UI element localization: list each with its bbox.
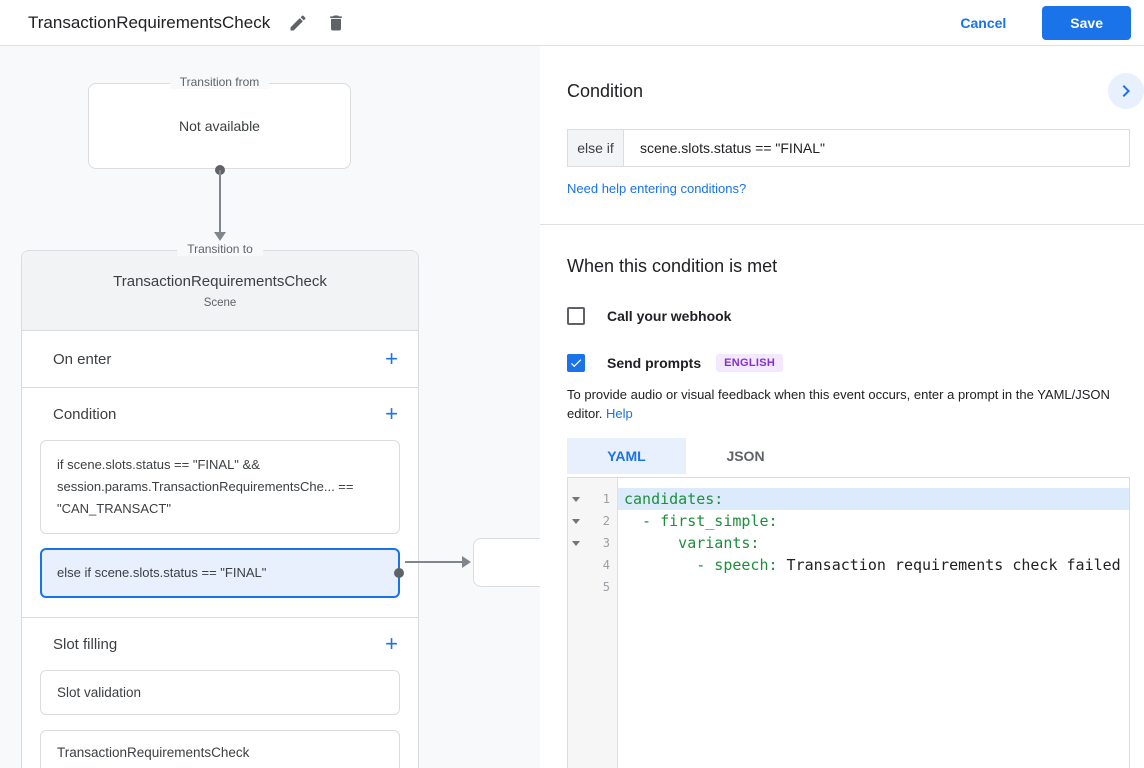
slot-filling-header: Slot filling + <box>22 618 418 670</box>
code-line: - speech: Transaction requirements check… <box>618 554 1129 576</box>
editor-tabs: YAML JSON <box>567 438 1130 474</box>
prompt-description: To provide audio or visual feedback when… <box>567 385 1130 423</box>
yaml-code-editor: 1 2 3 4 5 can <box>567 477 1130 768</box>
cancel-button[interactable]: Cancel <box>960 14 1007 31</box>
add-on-enter-icon[interactable]: + <box>385 346 398 371</box>
condition-item-if[interactable]: if scene.slots.status == "FINAL" && sess… <box>40 440 400 534</box>
tab-yaml[interactable]: YAML <box>567 438 686 474</box>
line-number: 1 <box>602 492 610 506</box>
gutter-row: 3 <box>568 532 617 554</box>
trash-icon <box>326 13 346 33</box>
scene-type: Scene <box>203 297 237 309</box>
add-slot-icon[interactable]: + <box>385 631 398 656</box>
pencil-icon <box>288 13 308 33</box>
transition-target-node[interactable] <box>473 538 540 587</box>
line-number: 4 <box>602 558 610 572</box>
connector-line <box>219 170 221 232</box>
help-link[interactable]: Help <box>606 406 633 421</box>
fold-arrow-icon[interactable] <box>572 540 580 546</box>
line-number: 3 <box>602 536 610 550</box>
condition-expression-input[interactable] <box>624 130 1129 166</box>
send-prompts-label: Send prompts <box>607 355 702 371</box>
slot-item-validation[interactable]: Slot validation <box>40 670 400 715</box>
add-condition-icon[interactable]: + <box>385 401 398 426</box>
send-prompts-row: Send prompts ENGLISH <box>567 354 1130 372</box>
scene-card: Transition to TransactionRequirementsChe… <box>21 242 419 768</box>
slot-filling-label: Slot filling <box>53 635 118 653</box>
condition-panel: Condition else if Need help entering con… <box>540 46 1144 768</box>
condition-section: Condition + if scene.slots.status == "FI… <box>22 388 418 618</box>
condition-item-elseif-text: else if scene.slots.status == "FINAL" <box>57 565 267 580</box>
topbar: TransactionRequirementsCheck Cancel Save <box>0 0 1144 46</box>
code-line: variants: <box>618 532 1129 554</box>
yaml-key: variants: <box>624 534 760 552</box>
tab-json[interactable]: JSON <box>686 438 805 474</box>
on-enter-row[interactable]: On enter + <box>22 331 418 388</box>
conditions-help-link[interactable]: Need help entering conditions? <box>567 181 747 196</box>
line-number: 2 <box>602 514 610 528</box>
page-title: TransactionRequirementsCheck <box>28 12 271 32</box>
condition-item-elseif[interactable]: else if scene.slots.status == "FINAL" <box>40 548 404 598</box>
gutter-row: 2 <box>568 510 617 532</box>
arrow-right-icon <box>462 556 471 568</box>
save-button[interactable]: Save <box>1042 5 1131 40</box>
yaml-key: - speech: <box>624 556 778 574</box>
yaml-key: - first_simple: <box>624 512 778 530</box>
slot-filling-section: Slot filling + Slot validation Transacti… <box>22 618 418 768</box>
arrow-down-icon <box>214 232 226 241</box>
code-line: candidates: <box>618 488 1129 510</box>
send-prompts-checkbox[interactable] <box>567 354 585 372</box>
webhook-row: Call your webhook <box>567 307 1130 325</box>
section-divider <box>540 224 1144 225</box>
transition-from-node[interactable]: Transition from Not available <box>88 75 351 169</box>
chevron-right-icon <box>1114 79 1138 103</box>
transition-from-value: Not available <box>179 118 260 134</box>
panel-header-row: Condition <box>567 46 1144 109</box>
when-condition-heading: When this condition is met <box>567 256 778 276</box>
code-line <box>618 576 1129 598</box>
transition-to-label: Transition to <box>177 242 263 256</box>
language-badge: ENGLISH <box>716 354 784 372</box>
condition-section-label: Condition <box>53 405 117 423</box>
fold-arrow-icon[interactable] <box>572 496 580 502</box>
collapse-panel-button[interactable] <box>1108 73 1144 109</box>
edit-title-button[interactable] <box>284 9 312 37</box>
yaml-key: candidates: <box>624 490 724 508</box>
delete-scene-button[interactable] <box>322 9 350 37</box>
gutter-row: 5 <box>568 576 617 598</box>
condition-prefix: else if <box>568 130 624 166</box>
connector-dot <box>394 568 404 578</box>
webhook-label: Call your webhook <box>607 308 732 324</box>
connector-line <box>405 561 463 563</box>
code-line: - first_simple: <box>618 510 1129 532</box>
scene-name: TransactionRequirementsCheck <box>113 273 327 290</box>
condition-input-row: else if <box>567 129 1130 167</box>
panel-title: Condition <box>567 81 644 101</box>
webhook-checkbox[interactable] <box>567 307 585 325</box>
scene-card-header[interactable]: TransactionRequirementsCheck Scene <box>22 251 418 331</box>
yaml-value: Transaction requirements check failed <box>777 556 1121 574</box>
line-number: 5 <box>602 580 610 594</box>
editor-code-area[interactable]: candidates: - first_simple: variants: - … <box>618 478 1129 768</box>
editor-gutter: 1 2 3 4 5 <box>568 478 618 768</box>
gutter-row: 4 <box>568 554 617 576</box>
gutter-row: 1 <box>568 488 617 510</box>
prompt-description-text: To provide audio or visual feedback when… <box>567 387 1110 421</box>
slot-item-requirements-check[interactable]: TransactionRequirementsCheck <box>40 730 400 768</box>
transition-from-label: Transition from <box>169 75 270 89</box>
on-enter-label: On enter <box>53 350 112 368</box>
fold-arrow-icon[interactable] <box>572 518 580 524</box>
section-gap <box>22 598 418 618</box>
flow-canvas: Transition from Not available Transition… <box>0 46 540 768</box>
check-icon <box>569 356 583 370</box>
condition-section-header: Condition + <box>22 388 418 440</box>
